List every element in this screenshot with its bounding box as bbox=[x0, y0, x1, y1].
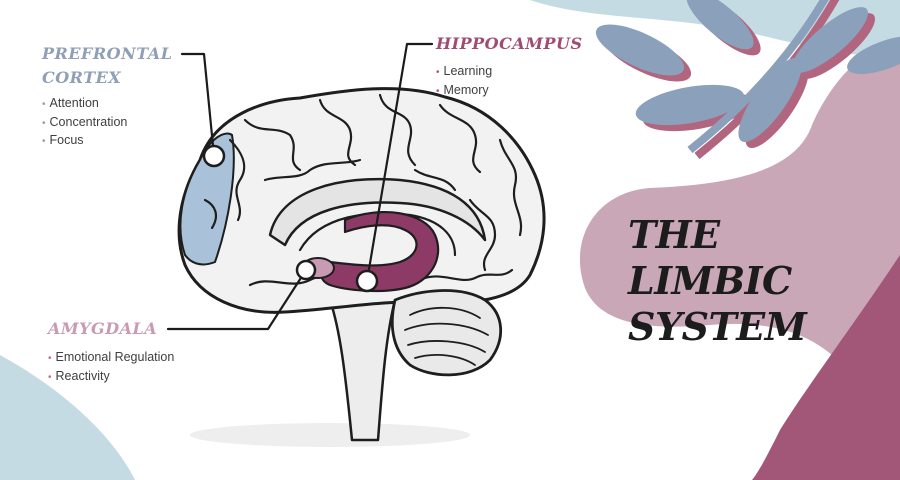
prefrontal-cortex-bullets: Attention Concentration Focus bbox=[42, 95, 128, 151]
list-item: Emotional Regulation bbox=[48, 349, 175, 368]
mauve-title-blob bbox=[579, 44, 900, 433]
hippocampus-bullets: Learning Memory bbox=[436, 63, 493, 101]
page-title-line1: THE LIMBIC bbox=[628, 212, 792, 303]
amygdala-marker bbox=[295, 259, 317, 281]
corpus-callosum bbox=[268, 177, 487, 247]
brain-diagram bbox=[166, 42, 546, 447]
leaf-branch bbox=[595, 0, 900, 160]
pfc-leader-line bbox=[180, 52, 216, 158]
prefrontal-cortex-title-line2: CORTEX bbox=[42, 68, 122, 87]
amygdala-bullets: Emotional Regulation Reactivity bbox=[48, 349, 175, 387]
prefrontal-cortex-title: PREFRONTAL CORTEX bbox=[42, 42, 202, 90]
list-item: Concentration bbox=[42, 114, 128, 133]
list-item: Memory bbox=[436, 82, 492, 101]
cerebellum-folia bbox=[404, 306, 489, 366]
list-item: Focus bbox=[42, 132, 127, 151]
page-title-line2: SYSTEM bbox=[628, 304, 807, 349]
bottom-left-blue-blob bbox=[0, 355, 135, 480]
page-title: THE LIMBIC SYSTEM bbox=[628, 212, 888, 350]
list-item: Learning bbox=[436, 63, 493, 82]
hippocampus-leader-line bbox=[365, 42, 434, 283]
hippocampus-title: HIPPOCAMPUS bbox=[436, 34, 583, 53]
amygdala-leader-line bbox=[166, 268, 308, 331]
hippocampus-marker bbox=[355, 269, 379, 293]
brain-stem bbox=[328, 298, 397, 442]
pfc-marker bbox=[202, 144, 226, 168]
prefrontal-cortex-region bbox=[179, 132, 235, 266]
prefrontal-cortex-title-line1: PREFRONTAL bbox=[42, 44, 173, 63]
plum-corner-blob bbox=[752, 255, 900, 480]
list-item: Attention bbox=[42, 95, 127, 114]
list-item: Reactivity bbox=[48, 368, 174, 387]
amygdala-title: AMYGDALA bbox=[48, 319, 158, 338]
brain-shadow bbox=[190, 423, 470, 447]
